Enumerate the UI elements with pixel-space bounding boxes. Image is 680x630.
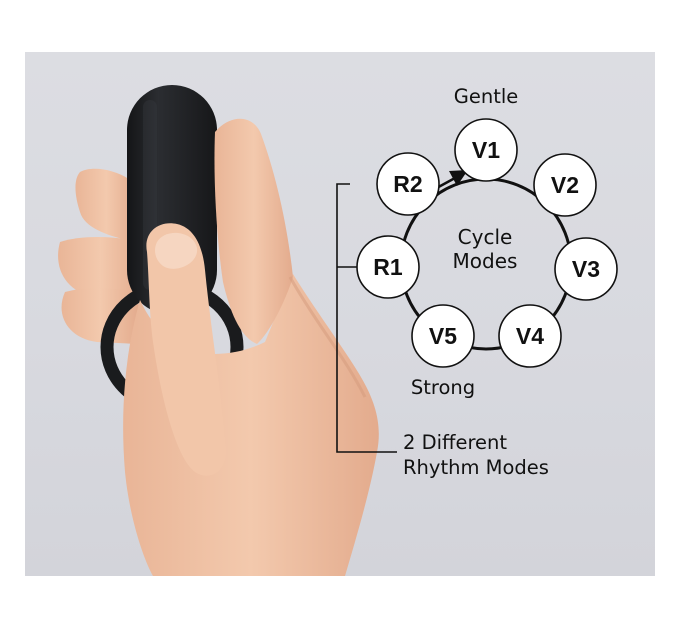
mode-v4-label: V4 bbox=[516, 323, 544, 349]
mode-v1: V1 bbox=[454, 118, 518, 182]
product-photo: V1 V2 V3 V4 V5 R1 R2 Gentle Strong Cycl bbox=[25, 52, 655, 576]
mode-v5: V5 bbox=[411, 304, 475, 368]
gentle-label: Gentle bbox=[454, 85, 519, 108]
mode-v2: V2 bbox=[533, 153, 597, 217]
mode-v3: V3 bbox=[554, 237, 618, 301]
rhythm-label-line2: Rhythm Modes bbox=[403, 456, 549, 479]
cycle-modes-line1: Cycle bbox=[458, 225, 513, 249]
hand-thumb bbox=[146, 223, 226, 476]
hand-fingers-back bbox=[58, 237, 143, 300]
hand-index-finger bbox=[214, 118, 293, 344]
mode-r1-label: R1 bbox=[373, 254, 403, 280]
mode-r2-label: R2 bbox=[393, 171, 422, 197]
mode-v4: V4 bbox=[498, 304, 562, 368]
arrow-head-icon bbox=[449, 170, 468, 186]
mode-r2: R2 bbox=[376, 152, 440, 216]
mode-v5-label: V5 bbox=[429, 323, 457, 349]
mode-v2-label: V2 bbox=[551, 172, 579, 198]
hand-with-device-illustration bbox=[58, 85, 379, 576]
rhythm-label-line1: 2 Different bbox=[403, 431, 507, 454]
mode-v1-label: V1 bbox=[472, 137, 500, 163]
mode-r1: R1 bbox=[356, 235, 420, 299]
mode-diagram: V1 V2 V3 V4 V5 R1 R2 Gentle Strong Cycl bbox=[336, 85, 618, 479]
mode-v3-label: V3 bbox=[572, 256, 600, 282]
rhythm-bracket bbox=[336, 183, 397, 453]
strong-label: Strong bbox=[411, 376, 475, 399]
cycle-modes-line2: Modes bbox=[453, 249, 518, 273]
